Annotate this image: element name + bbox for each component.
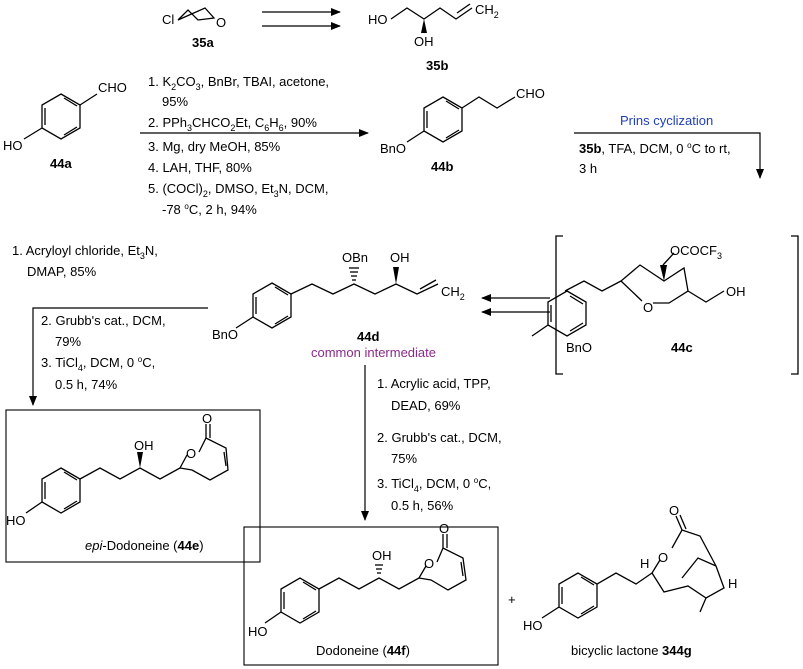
label-35a: 35a	[192, 35, 214, 50]
cond-df-4: 75%	[391, 451, 417, 466]
cond-ab-1: 1. K2CO3, BnBr, TBAI, acetone,	[148, 74, 329, 92]
atom-oh: OH	[134, 438, 154, 453]
compound-344g: HO H O O H bicyclic lactone 344g	[523, 503, 737, 658]
cond-de-5: 3. TiCl4, DCM, 0 oC,	[41, 355, 155, 373]
cond-df-2: DEAD, 69%	[391, 398, 461, 413]
atom-bno: BnO	[212, 327, 238, 342]
compound-44c: OCOCF3 O OH BnO BnO 44c	[531, 235, 799, 375]
label-44e: epi-Dodoneine (44e)	[85, 538, 204, 553]
atom-ocof: OCOCF3	[670, 243, 722, 261]
atom-ho: HO	[248, 624, 268, 639]
hash-bond-obn	[349, 267, 359, 281]
cond-bc-1: 35b, TFA, DCM, 0 oC to rt,	[579, 141, 731, 156]
cond-de-6: 0.5 h, 74%	[55, 377, 118, 392]
cond-de-2: DMAP, 85%	[27, 264, 97, 279]
conditions-44d-44e: 1. Acryloyl chloride, Et3N, DMAP, 85% 2.…	[12, 243, 166, 392]
atom-oh: OH	[726, 284, 746, 299]
conditions-44b-44c: Prins cyclization 35b, TFA, DCM, 0 oC to…	[579, 113, 731, 176]
atom-oh: OH	[390, 250, 410, 265]
conditions-44a-44b: 1. K2CO3, BnBr, TBAI, acetone, 95% 2. PP…	[148, 74, 329, 217]
compound-44b: CHO BnO 44b	[380, 86, 545, 174]
compound-35b: HO OH CH2 35b	[368, 2, 499, 73]
atom-o1: O	[669, 503, 679, 518]
atom-h1: H	[640, 556, 649, 571]
arrow-44b-44c	[574, 132, 764, 179]
box-44f	[243, 526, 499, 666]
atom-obn: OBn	[342, 250, 368, 265]
atom-ho: HO	[523, 618, 543, 633]
cond-de-1: 1. Acryloyl chloride, Et3N,	[12, 243, 158, 261]
cond-de-4: 79%	[55, 334, 81, 349]
atom-o1: O	[439, 521, 449, 536]
label-44f: Dodoneine (44f)	[316, 643, 410, 658]
label-44a: 44a	[50, 156, 72, 171]
cond-df-5: 3. TiCl4, DCM, 0 oC,	[377, 476, 491, 494]
cond-ab-7: -78 oC, 2 h, 94%	[162, 202, 257, 217]
atom-ho: HO	[368, 12, 388, 27]
cond-ab-3: 2. PPh3CHCO2Et, C6H6, 90%	[148, 115, 317, 133]
label-344g: bicyclic lactone 344g	[571, 643, 692, 658]
cond-df-6: 0.5 h, 56%	[391, 498, 454, 513]
atom-o1: O	[202, 411, 212, 426]
compound-35a: Cl O 35a	[162, 7, 226, 50]
atom-cho: CHO	[516, 86, 545, 101]
bracket-left	[555, 235, 563, 375]
atom-ch2: CH2	[441, 284, 465, 302]
label-44d: 44d	[357, 329, 379, 344]
compound-44d: BnO CH2 OBn OH 44d common intermediate	[212, 250, 465, 360]
atom-oh: OH	[372, 548, 392, 563]
atom-ho: HO	[3, 138, 23, 153]
atom-h2: H	[728, 576, 737, 591]
cond-df-1: 1. Acrylic acid, TPP,	[377, 376, 491, 391]
cond-df-3: 2. Grubb's cat., DCM,	[377, 430, 502, 445]
atom-bno: BnO	[380, 141, 406, 156]
atom-cho: CHO	[98, 80, 127, 95]
cond-ab-4: 3. Mg, dry MeOH, 85%	[148, 139, 281, 154]
label-44b: 44b	[431, 159, 453, 174]
hash-bond-oh	[375, 564, 383, 574]
note-44d: common intermediate	[311, 345, 436, 360]
cond-bc-2: 3 h	[579, 161, 597, 176]
label-44c: 44c	[671, 340, 693, 355]
atom-bno-visible: BnO	[566, 340, 592, 355]
atom-oh: OH	[414, 34, 434, 49]
box-44e	[5, 409, 261, 563]
compound-44e: HO OH O O epi-Dodoneine (44e)	[5, 409, 261, 563]
atom-ho: HO	[6, 513, 26, 528]
bracket-right	[791, 235, 799, 375]
compound-44a: CHO HO 44a	[3, 80, 127, 171]
atom-o2: O	[186, 446, 196, 461]
cond-ab-5: 4. LAH, THF, 80%	[148, 160, 252, 175]
atom-o: O	[216, 15, 226, 30]
arrow-44d-44e	[29, 307, 208, 406]
atom-o2: O	[658, 550, 668, 565]
plus-sign: +	[508, 592, 516, 607]
cond-ab-2: 95%	[162, 94, 188, 109]
compound-44f: HO OH O O Dodoneine (44f)	[243, 521, 499, 666]
label-35b: 35b	[426, 58, 448, 73]
atom-o2: O	[424, 556, 434, 571]
conditions-44d-44f: 1. Acrylic acid, TPP, DEAD, 69% 2. Grubb…	[377, 376, 502, 513]
atom-o: O	[643, 300, 653, 315]
atom-ch2: CH2	[475, 2, 499, 20]
prins-title: Prins cyclization	[620, 113, 713, 128]
cond-de-3: 2. Grubb's cat., DCM,	[41, 313, 166, 328]
cond-ab-6: 5. (COCl)2, DMSO, Et3N, DCM,	[148, 181, 329, 199]
atom-cl: Cl	[162, 12, 174, 27]
